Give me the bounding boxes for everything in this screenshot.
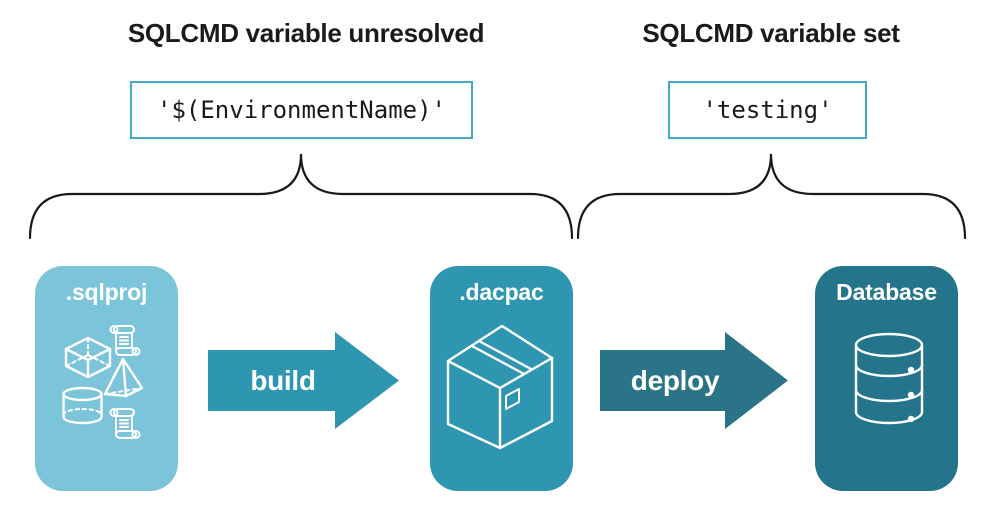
heading-sqlcmd-unresolved: SQLCMD variable unresolved (127, 18, 485, 48)
package-box-icon (446, 324, 554, 450)
scroll-icon (109, 408, 141, 439)
database-stack-icon (854, 332, 924, 425)
stage-sqlproj-label: .sqlproj (65, 279, 148, 305)
brace-group (28, 153, 967, 240)
deploy-arrow-label: deploy (630, 364, 720, 396)
stage-dacpac: .dacpac (430, 266, 573, 491)
pyramid-icon (103, 357, 144, 398)
deploy-arrow: deploy (600, 332, 788, 429)
build-arrow: build (208, 332, 399, 429)
build-arrow-label: build (250, 364, 316, 396)
stage-dacpac-label: .dacpac (459, 279, 544, 305)
cube-icon (64, 336, 112, 379)
heading-sqlcmd-set: SQLCMD variable set (642, 18, 900, 48)
code-value-unresolved: '$(EnvironmentName)' (157, 96, 446, 124)
code-box-set: 'testing' (668, 81, 867, 139)
code-value-set: 'testing' (702, 96, 833, 124)
code-box-unresolved: '$(EnvironmentName)' (130, 81, 473, 139)
sqlproj-icons (62, 325, 144, 439)
right-brace (576, 153, 967, 240)
scroll-icon (109, 325, 141, 356)
stage-sqlproj: .sqlproj (35, 266, 178, 491)
left-brace (28, 153, 574, 240)
stage-database: Database (815, 266, 958, 491)
cylinder-icon (62, 386, 103, 425)
dacpac-icon-art (446, 324, 554, 450)
database-icon-art (854, 332, 924, 425)
stage-database-label: Database (836, 279, 937, 305)
